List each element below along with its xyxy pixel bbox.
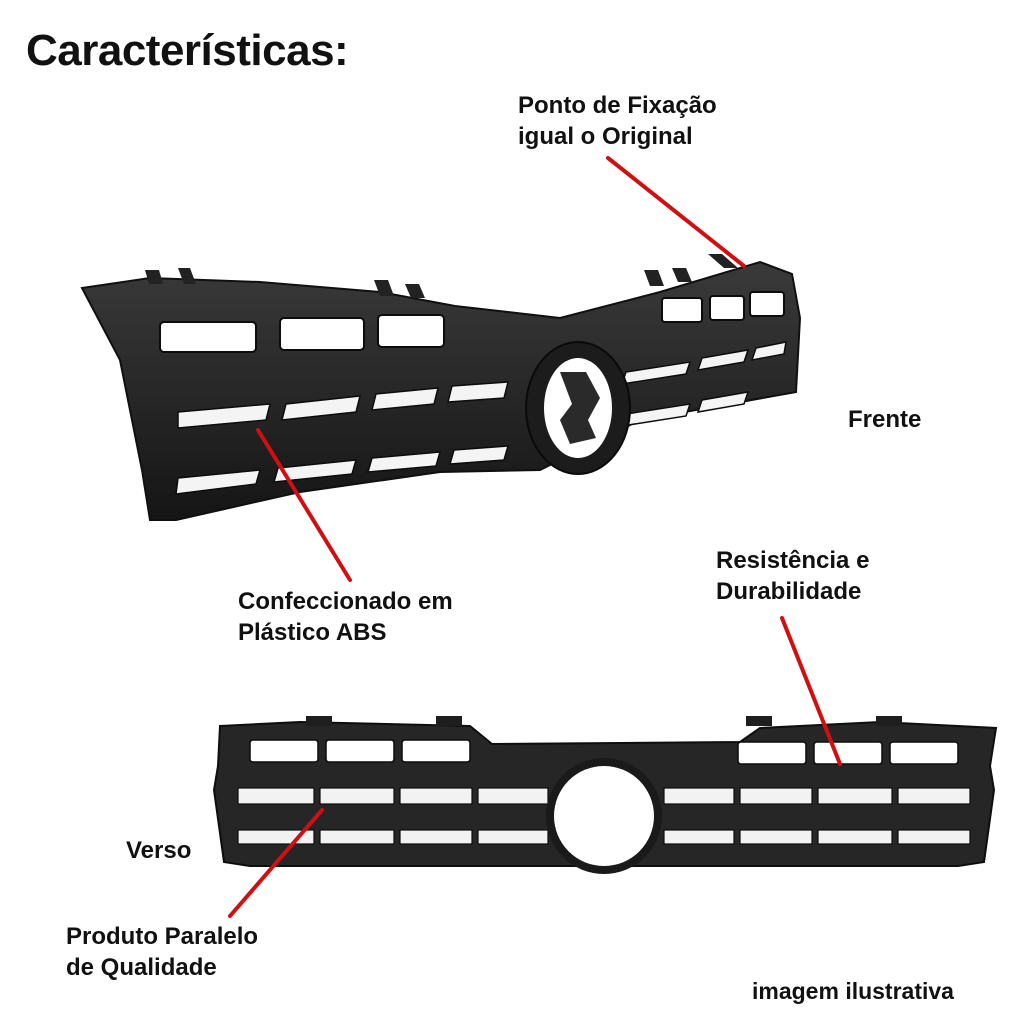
- callout-resistance-line2: Durabilidade: [716, 578, 862, 605]
- pointer-fixation: [606, 156, 746, 268]
- callout-material-line1: Confeccionado em: [238, 588, 453, 615]
- page-title: Características:: [26, 26, 349, 75]
- callout-fixation-line2: igual o Original: [518, 123, 693, 150]
- pointer-resistance: [780, 616, 842, 766]
- callout-material: Confeccionado em Plástico ABS: [238, 586, 453, 648]
- front-grille-body: [80, 260, 802, 521]
- callout-material-line2: Plástico ABS: [238, 619, 387, 646]
- callout-quality: Produto Paralelo de Qualidade: [66, 921, 258, 983]
- back-grille: [212, 716, 998, 874]
- view-label-back: Verso: [126, 837, 192, 864]
- disclaimer-text: imagem ilustrativa: [752, 978, 954, 1004]
- callout-resistance-line1: Resistência e: [716, 547, 870, 574]
- pointer-material: [256, 428, 352, 582]
- view-label-front: Frente: [848, 406, 922, 433]
- callout-resistance: Resistência e Durabilidade: [716, 545, 869, 607]
- front-grille: [80, 254, 802, 521]
- pointer-lines: [228, 156, 842, 918]
- callout-quality-line1: Produto Paralelo: [66, 923, 259, 950]
- pointer-quality: [228, 808, 324, 918]
- callout-quality-line2: de Qualidade: [66, 954, 217, 981]
- callout-fixation-line1: Ponto de Fixação: [518, 92, 717, 119]
- callout-fixation: Ponto de Fixação igual o Original: [518, 90, 717, 152]
